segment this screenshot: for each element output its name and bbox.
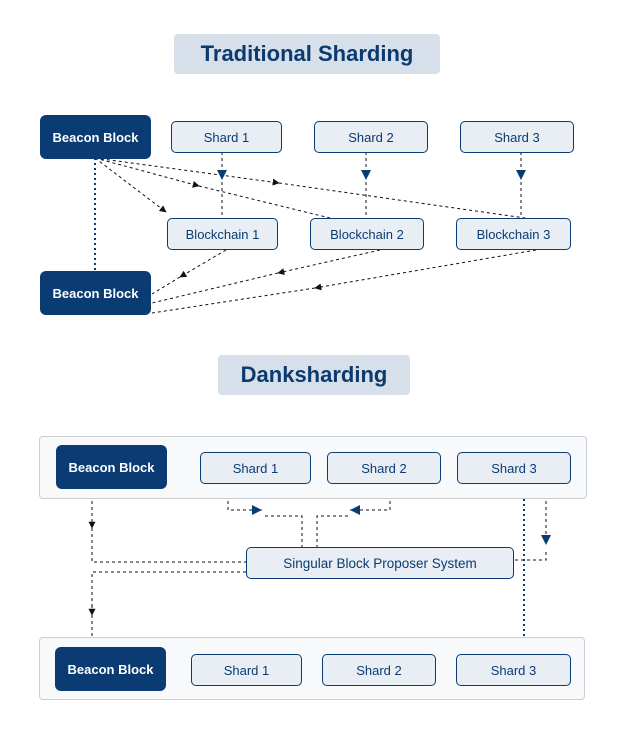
bc2-to-beacon-arrow: [277, 249, 381, 276]
danksharding-title: Danksharding: [218, 355, 410, 395]
shard2-merge-arrowhead: [350, 505, 360, 515]
shard-3: Shard 3: [460, 121, 574, 153]
dank-beacon-block-top: Beacon Block: [56, 445, 167, 489]
bc3-beacon-line: [151, 287, 316, 314]
bc1-beacon-line: [151, 276, 181, 295]
dank-beacon-block-bottom: Beacon Block: [55, 647, 166, 691]
singular-block-proposer-system: Singular Block Proposer System: [246, 547, 514, 579]
dank-shard-2-top: Shard 2: [327, 452, 441, 484]
bc3-to-beacon-arrow: [314, 249, 537, 291]
bc2-beacon-line: [151, 272, 279, 304]
traditional-title: Traditional Sharding: [174, 34, 440, 74]
proposer-to-beacon-line: [91, 571, 246, 612]
blockchain-2: Blockchain 2: [310, 218, 424, 250]
dank-shard-1-bottom: Shard 1: [191, 654, 302, 686]
blockchain-1: Blockchain 1: [167, 218, 278, 250]
shard1-arrowhead: [217, 170, 227, 180]
proposer-left-connector: [262, 515, 303, 548]
beacon-block-bottom: Beacon Block: [40, 271, 151, 315]
mid2-to-bc3-line: [278, 182, 526, 219]
beacon-to-bc1-arrow: [94, 157, 167, 213]
mid1-to-bc2-line: [198, 185, 331, 219]
shard1-merge-arrowhead: [252, 505, 262, 515]
beacon-to-proposer-line: [91, 528, 246, 563]
shard-1: Shard 1: [171, 121, 282, 153]
dank-shard-3-bottom: Shard 3: [456, 654, 571, 686]
proposer-right-connector: [316, 515, 350, 548]
shard-2: Shard 2: [314, 121, 428, 153]
shard3-arrowhead: [516, 170, 526, 180]
shard3-down-arrowhead: [541, 535, 551, 545]
bc1-to-beacon-arrow: [179, 249, 227, 278]
beacon-to-mid1-arrow: [94, 157, 200, 188]
beacon-block-top: Beacon Block: [40, 115, 151, 159]
dank-shard-2-bottom: Shard 2: [322, 654, 436, 686]
dank-shard-3-top: Shard 3: [457, 452, 571, 484]
beacon-to-mid2-arrow: [94, 157, 280, 186]
dank-shard-1-top: Shard 1: [200, 452, 311, 484]
shard2-arrowhead: [361, 170, 371, 180]
shard3-proposer-return: [514, 552, 547, 561]
blockchain-3: Blockchain 3: [456, 218, 571, 250]
